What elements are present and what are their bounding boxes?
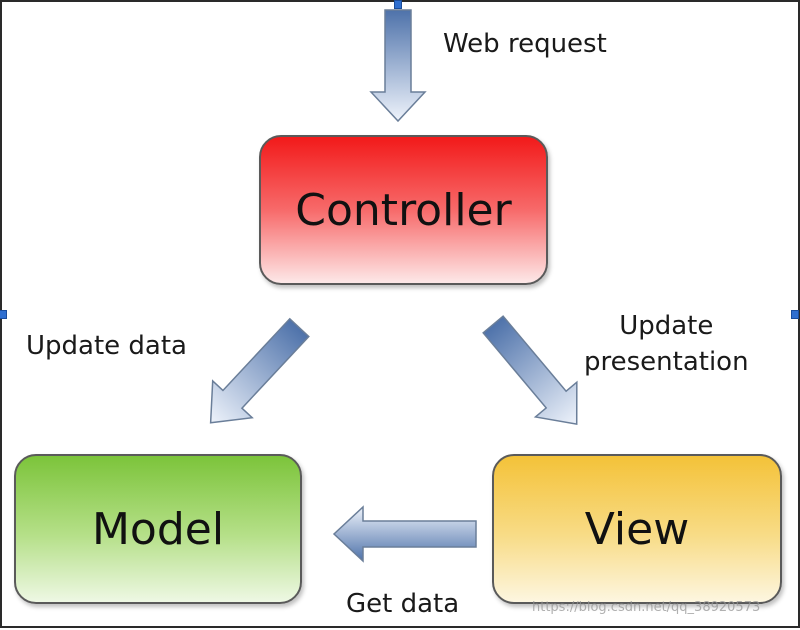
view-box[interactable]: View	[492, 454, 782, 604]
selection-handle-top[interactable]	[394, 0, 402, 9]
model-label: Model	[91, 503, 225, 555]
view-label: View	[584, 503, 690, 555]
update-presentation-line-2: presentation	[584, 347, 749, 377]
selection-handle-left[interactable]	[0, 310, 7, 319]
selection-handle-right[interactable]	[791, 310, 799, 319]
web-request-label: Web request	[443, 29, 607, 59]
watermark-text: https://blog.csdn.net/qq_38920573	[532, 600, 761, 615]
update-data-label: Update data	[26, 331, 187, 361]
get-data-arrow	[332, 505, 477, 563]
controller-label: Controller	[295, 184, 512, 236]
model-box[interactable]: Model	[14, 454, 302, 604]
web-request-arrow	[369, 9, 427, 123]
update-data-arrow	[209, 317, 310, 424]
update-presentation-arrow	[482, 315, 578, 425]
get-data-label: Get data	[346, 589, 460, 619]
update-presentation-label: Update presentation	[584, 308, 749, 380]
controller-box[interactable]: Controller	[259, 135, 548, 285]
update-presentation-line-1: Update	[619, 311, 714, 341]
